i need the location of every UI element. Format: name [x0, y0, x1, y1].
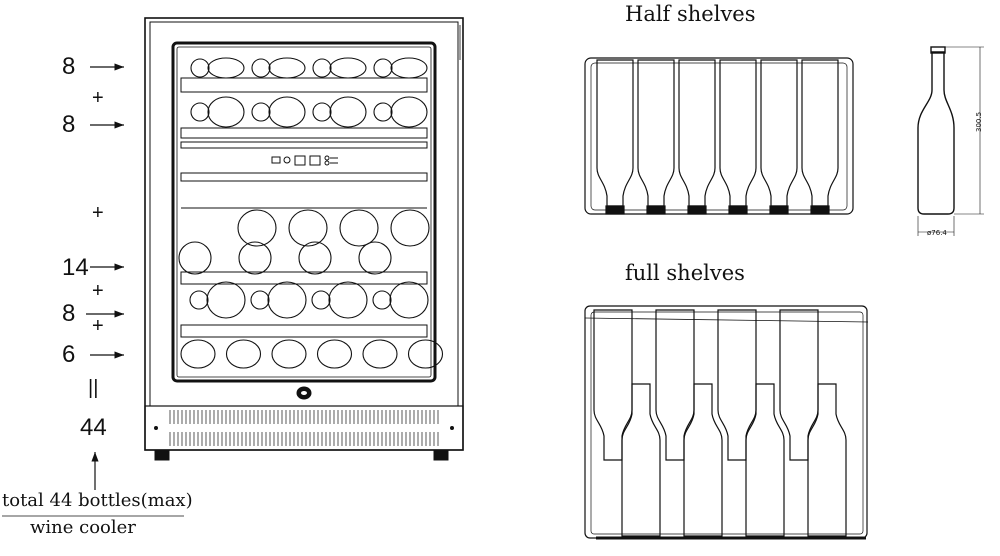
row4-count: 8: [62, 300, 76, 327]
plus-sign-1: +: [92, 87, 104, 109]
row1-count: 8: [62, 53, 76, 80]
half-shelves-title: Half shelves: [625, 2, 756, 26]
caption-product: wine cooler: [30, 517, 136, 538]
equals-sign: ||: [88, 377, 99, 399]
half-shelf-drawing: [584, 57, 854, 215]
total-count: 44: [80, 414, 107, 441]
row5-count: 6: [62, 341, 76, 368]
full-shelves-title: full shelves: [625, 261, 745, 285]
bottle-diagram: [917, 46, 984, 236]
plus-sign-4: +: [92, 315, 104, 337]
caption-total: total 44 bottles(max): [2, 490, 193, 511]
plus-sign-3: +: [92, 280, 104, 302]
capacity-arrows: [2, 63, 184, 517]
bottle-diameter-label: ø76.4: [927, 229, 947, 237]
plus-sign-2: +: [92, 202, 104, 224]
wine-cooler: [144, 17, 464, 461]
row3-count: 14: [62, 254, 89, 281]
row2-count: 8: [62, 111, 76, 138]
full-shelf-drawing: [584, 305, 869, 540]
